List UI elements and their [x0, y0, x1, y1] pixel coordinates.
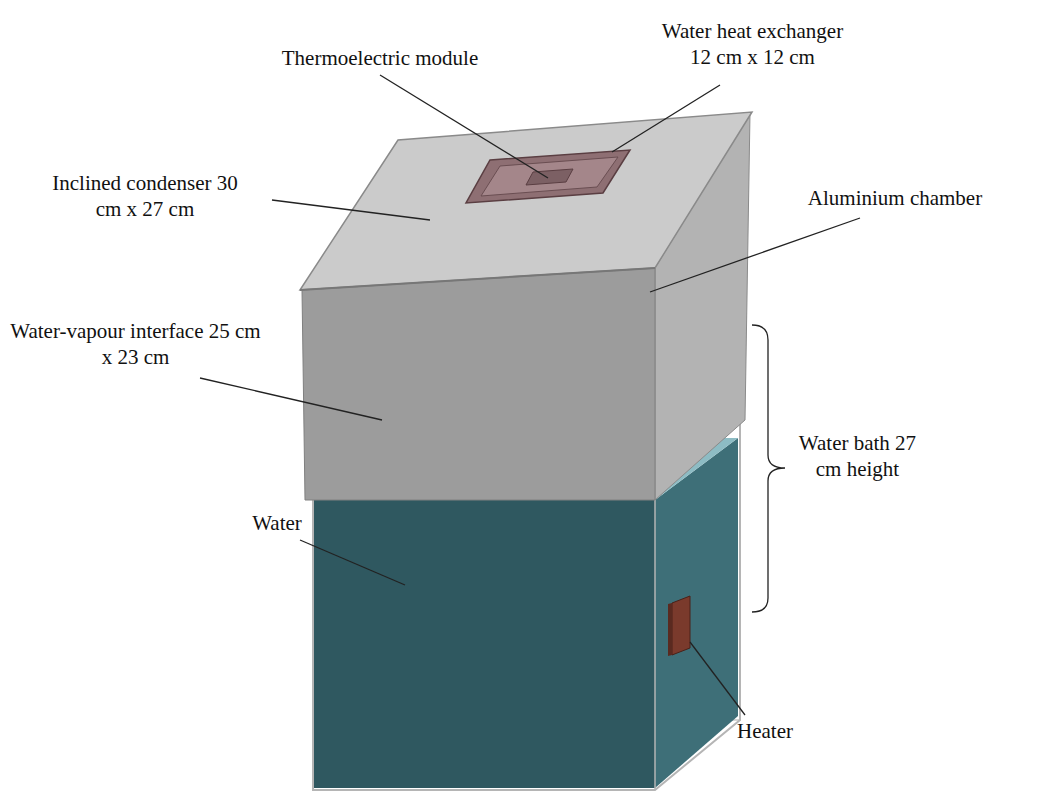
part-label: Water-vapour interface 25 cm x 23 cm: [8, 318, 263, 371]
leader-line: [380, 75, 548, 178]
part-label: Water heat exchanger 12 cm x 12 cm: [650, 18, 855, 71]
leader-line: [650, 218, 860, 292]
leader-line: [690, 642, 745, 715]
leader-line: [200, 378, 382, 420]
chamber-front: [302, 268, 655, 500]
part-label: Inclined condenser 30 cm x 27 cm: [40, 170, 250, 223]
thermoelectric-module: [526, 169, 573, 185]
heater: [672, 596, 690, 655]
part-label: Thermoelectric module: [245, 45, 515, 71]
condenser-edge: [300, 268, 655, 290]
leader-line: [272, 200, 430, 220]
heat-exchanger: [466, 150, 630, 203]
part-label: Aluminium chamber: [780, 185, 1010, 211]
heater-edge: [668, 603, 672, 656]
bath-edge: [654, 500, 656, 790]
part-label: Water: [232, 510, 322, 536]
water-front: [313, 500, 655, 788]
leader-line: [612, 85, 720, 152]
dimension-label: Water bath 27 cm height: [795, 430, 920, 483]
heat-exchanger-inner: [481, 157, 618, 196]
part-label: Heater: [720, 718, 810, 744]
bracket: [752, 325, 785, 612]
inclined-condenser: [300, 112, 752, 290]
leader-line: [300, 540, 405, 585]
